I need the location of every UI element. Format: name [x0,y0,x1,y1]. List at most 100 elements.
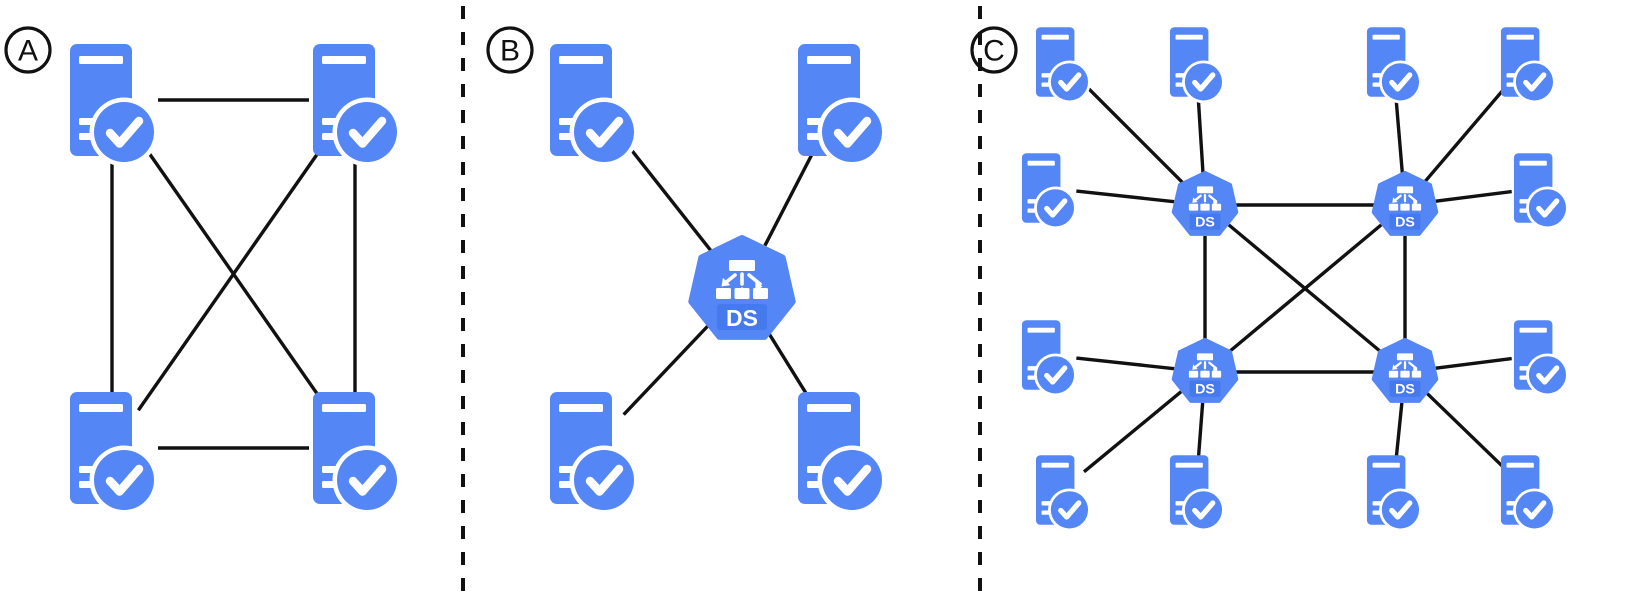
ds-badge-background [1189,213,1221,230]
edge-spoke [1196,402,1205,462]
server-top-bar [1506,34,1534,40]
server-c-bl-below-right[interactable] [1169,455,1225,532]
server-c-br-right[interactable] [1513,320,1569,397]
panel-C-edges [1076,80,1512,474]
server-a-top-right[interactable] [313,44,402,167]
server-b-top-left[interactable] [550,44,639,167]
server-c-br-below-right[interactable] [1500,455,1556,532]
server-c-tr-above-right[interactable] [1500,27,1556,104]
ds-badge-background [717,304,767,330]
server-a-bottom-left[interactable] [70,392,159,515]
panel-label-circle-B [486,26,534,74]
daemonset-child-box-1 [1188,203,1199,211]
edge-spoke [1435,189,1512,203]
edge-mesh-diagonal [1227,223,1383,354]
panel-label-B: B [486,26,534,74]
server-top-bar [1175,462,1203,468]
server-top-bar [1175,34,1203,40]
server-c-tl-above-left[interactable] [1035,27,1091,104]
check-mark-icon [1536,198,1560,218]
server-a-bottom-right[interactable] [313,392,402,515]
daemonset-parent-box [1396,186,1414,194]
panel-C-nodes: DS DS DS DS [1021,27,1569,532]
edge-spoke [619,135,713,252]
daemonset-arrowhead-left [721,277,731,287]
check-mark-icon [1389,500,1413,520]
panel-label-text-A: A [18,35,38,68]
daemonset-child-box-1 [1388,370,1399,378]
server-b-bottom-right[interactable] [798,392,887,515]
check-mark-icon [1389,72,1413,92]
edge-spoke [1393,90,1405,175]
daemonset-arrowhead-left [1392,197,1398,203]
server-c-bl-left[interactable] [1021,320,1077,397]
server-top-bar [79,56,123,64]
check-mark-icon [1044,365,1068,385]
ds-badge-background [1189,380,1221,397]
panel-label-C: C [970,26,1018,74]
server-top-bar [1027,160,1055,166]
server-c-br-below-left[interactable] [1366,455,1422,532]
check-mark-icon [1192,72,1216,92]
check-mark-icon [1044,198,1068,218]
ds-c-bottom-right[interactable]: DS [1371,337,1439,403]
ds-badge-label: DS [1395,214,1415,230]
ds-badge-label: DS [726,305,758,331]
edge-spoke [1435,356,1512,370]
ds-badge-label: DS [1395,381,1415,397]
panel-label-circle-C [970,26,1018,74]
server-top-bar [807,404,851,412]
ds-c-top-left[interactable]: DS [1171,170,1239,236]
check-mark-icon [348,464,387,496]
daemonset-parent-box [729,260,755,271]
panel-B: DS B [486,26,887,515]
server-c-tl-left[interactable] [1021,153,1077,230]
ds-badge-label: DS [1195,381,1215,397]
check-mark-icon [1058,500,1082,520]
check-mark-icon [1192,500,1216,520]
daemonset-child-box-3 [753,288,768,299]
daemonset-child-box-3 [1411,203,1422,211]
server-top-bar [79,404,123,412]
ds-badge-background [1389,380,1421,397]
server-c-tl-above-right[interactable] [1169,27,1225,104]
ds-c-bottom-left[interactable]: DS [1171,337,1239,403]
daemonset-parent-box [1396,353,1414,361]
daemonset-child-box-2 [734,288,750,299]
server-b-top-right[interactable] [798,44,887,167]
daemonset-arrow-right [1408,361,1418,370]
server-top-bar [1519,327,1547,333]
server-top-bar [1041,34,1069,40]
panel-A-edges [110,98,357,450]
daemonset-arrow-right [1208,361,1218,370]
edge-spoke [1423,82,1510,183]
check-mark-icon [1523,72,1547,92]
ds-c-top-right[interactable]: DS [1371,170,1439,236]
check-mark-icon [833,116,872,148]
server-c-bl-below-left[interactable] [1035,455,1091,532]
server-a-top-left[interactable] [70,44,159,167]
daemonset-child-box-3 [1211,203,1222,211]
check-mark-icon [1058,72,1082,92]
server-top-bar [1519,160,1547,166]
server-top-bar [807,56,851,64]
daemonset-child-box-1 [716,288,731,299]
ds-b-center[interactable]: DS [688,235,796,340]
server-c-tr-above-left[interactable] [1366,27,1422,104]
server-top-bar [1506,462,1534,468]
server-c-tr-right[interactable] [1513,153,1569,230]
server-b-bottom-left[interactable] [550,392,639,515]
edge-spoke [622,325,709,416]
edge-spoke [1076,356,1175,371]
daemonset-child-box-1 [1388,203,1399,211]
daemonset-parent-box [1196,186,1214,194]
panel-A-nodes [70,44,402,515]
server-top-bar [322,56,366,64]
daemonset-arrow-right [747,273,762,286]
check-mark-icon [348,116,387,148]
daemonset-child-box-2 [1200,370,1210,378]
panel-label-A: A [4,26,52,74]
daemonset-arrowhead-left [1392,364,1398,370]
